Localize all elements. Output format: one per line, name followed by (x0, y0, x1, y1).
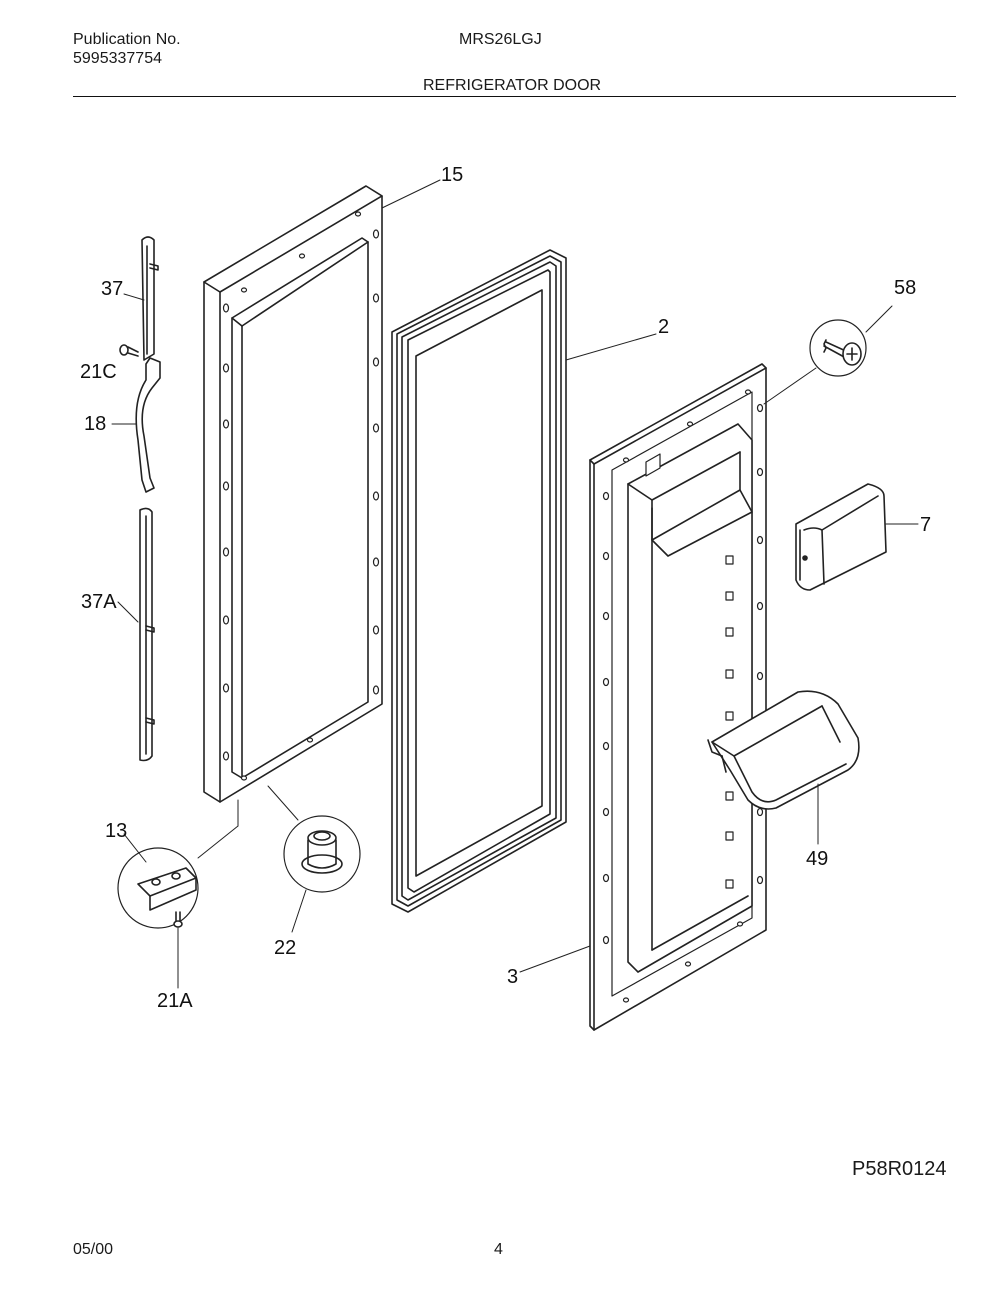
callout-21A: 21A (157, 990, 193, 1012)
page-number: 4 (494, 1241, 503, 1258)
callout-13: 13 (105, 820, 127, 842)
callout-49: 49 (806, 848, 828, 870)
figure-id: P58R0124 (852, 1158, 947, 1180)
callout-15: 15 (441, 164, 463, 186)
door-frame-part-15 (203, 179, 441, 803)
trim-strip-part-37A (117, 507, 155, 762)
door-gasket-part-2 (391, 249, 657, 913)
dairy-door-part-7 (795, 483, 919, 591)
door-handle-part-18 (111, 357, 161, 493)
publication-date: 05/00 (73, 1241, 114, 1258)
callout-2: 2 (658, 316, 669, 338)
door-liner-part-3 (519, 363, 767, 1031)
callout-18: 18 (84, 413, 106, 435)
callout-37A: 37A (81, 591, 117, 613)
screw-part-21A (173, 911, 183, 989)
callout-22: 22 (274, 937, 296, 959)
screw-detail-part-58 (763, 305, 893, 405)
screw-part-21C (119, 344, 139, 357)
publication-label: Publication No. (73, 31, 181, 48)
hinge-detail-part-13 (117, 799, 239, 929)
callout-7: 7 (920, 514, 931, 536)
callout-37: 37 (101, 278, 123, 300)
publication-number: 5995337754 (73, 50, 162, 67)
door-bin-part-49 (707, 690, 860, 845)
callout-21C: 21C (80, 361, 117, 383)
trim-strip-part-37 (123, 236, 159, 361)
header-rule (73, 96, 956, 97)
callout-3: 3 (507, 966, 518, 988)
door-stop-part-22 (267, 785, 361, 933)
model-number: MRS26LGJ (459, 31, 542, 48)
callout-58: 58 (894, 277, 916, 299)
section-title: REFRIGERATOR DOOR (423, 77, 602, 94)
